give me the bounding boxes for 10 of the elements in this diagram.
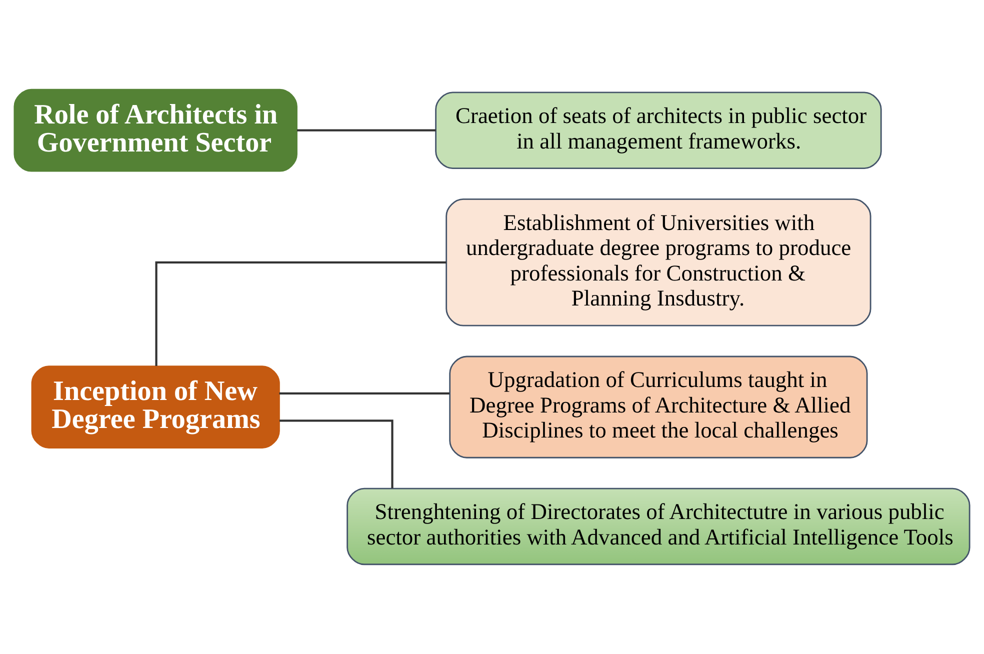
node-box: Role of Architects in Government Sector [14, 88, 298, 172]
node-box: Inception of New Degree Programs [31, 366, 280, 448]
connector [279, 392, 450, 395]
connector [279, 420, 394, 488]
node-box: Craetion of seats of architects in public sector in all management frameworks. [435, 92, 882, 169]
node-box: Strenghtening of Directorates of Architectutre in various public sector authorities with Advanced and Artificial Intelligence Tools [346, 488, 970, 566]
node-box: Upgradation of Curriculums taught in Degree Programs of Architecture & Allied Disciplines to meet the local challenges [449, 356, 868, 458]
node-box: Establishment of Universities with undergraduate degree programs to produce professionals for Construction & Planning Insdustry. [446, 198, 872, 326]
connector [155, 261, 446, 366]
connector [297, 129, 436, 132]
